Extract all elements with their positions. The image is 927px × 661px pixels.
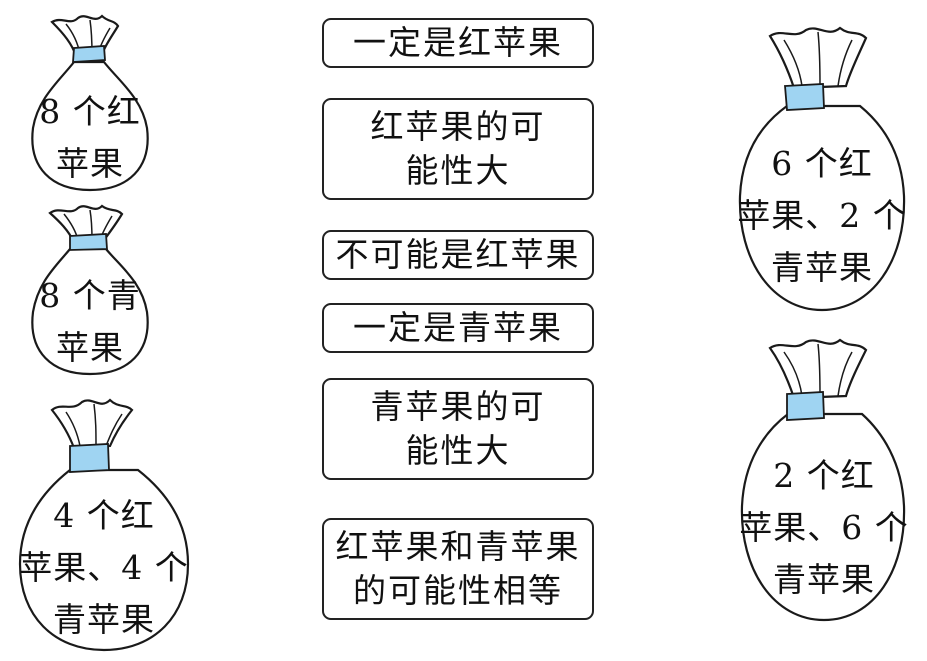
bag-2-shape [31, 204, 149, 376]
bag-2-label: 8 个青 苹果 [20, 270, 160, 374]
bag-3-label: 4 个红 苹果、4 个 青苹果 [14, 490, 194, 646]
bag-5-line-2: 苹果、6 个 [739, 508, 909, 547]
bag-3-line-1: 4 个红 [53, 496, 155, 535]
bag-2-line-2: 苹果 [56, 328, 124, 367]
option-6-line-2: 的可能性相等 [353, 571, 563, 610]
option-3-line-1: 不可能是红苹果 [335, 235, 581, 274]
bag-3-line-3: 青苹果 [53, 600, 155, 639]
bag-3-line-2: 苹果、4 个 [19, 548, 189, 587]
option-1-line-1: 一定是红苹果 [353, 23, 563, 62]
bag-5-line-1: 2 个红 [773, 456, 875, 495]
option-impossible-red[interactable]: 不可能是红苹果 [322, 230, 594, 280]
option-2-line-2: 能性大 [405, 151, 511, 190]
option-certain-green[interactable]: 一定是青苹果 [322, 303, 594, 353]
bag-1-shape [31, 14, 149, 192]
option-5-line-1: 青苹果的可 [370, 387, 546, 426]
bag-1-label: 8 个红 苹果 [20, 86, 160, 190]
bag-4-label: 6 个红 苹果、2 个 青苹果 [732, 138, 912, 294]
option-green-more-likely[interactable]: 青苹果的可 能性大 [322, 378, 594, 480]
bag-4-shape [738, 26, 906, 312]
option-6-line-1: 红苹果和青苹果 [335, 527, 581, 566]
bag-4-line-1: 6 个红 [771, 144, 873, 183]
bag-3-shape [18, 398, 190, 652]
bag-5-label: 2 个红 苹果、6 个 青苹果 [734, 450, 914, 606]
option-2-line-1: 红苹果的可 [370, 107, 546, 146]
option-equal-likelihood[interactable]: 红苹果和青苹果 的可能性相等 [322, 518, 594, 620]
option-5-line-2: 能性大 [405, 431, 511, 470]
bag-2-line-1: 8 个青 [39, 276, 141, 315]
option-4-line-1: 一定是青苹果 [353, 308, 563, 347]
bag-5-shape [740, 338, 906, 622]
bag-4-line-3: 青苹果 [771, 248, 873, 287]
bag-4-line-2: 苹果、2 个 [737, 196, 907, 235]
bag-5-line-3: 青苹果 [773, 560, 875, 599]
bag-1-line-1: 8 个红 [39, 92, 141, 131]
option-certain-red[interactable]: 一定是红苹果 [322, 18, 594, 68]
option-red-more-likely[interactable]: 红苹果的可 能性大 [322, 98, 594, 200]
bag-1-line-2: 苹果 [56, 144, 124, 183]
